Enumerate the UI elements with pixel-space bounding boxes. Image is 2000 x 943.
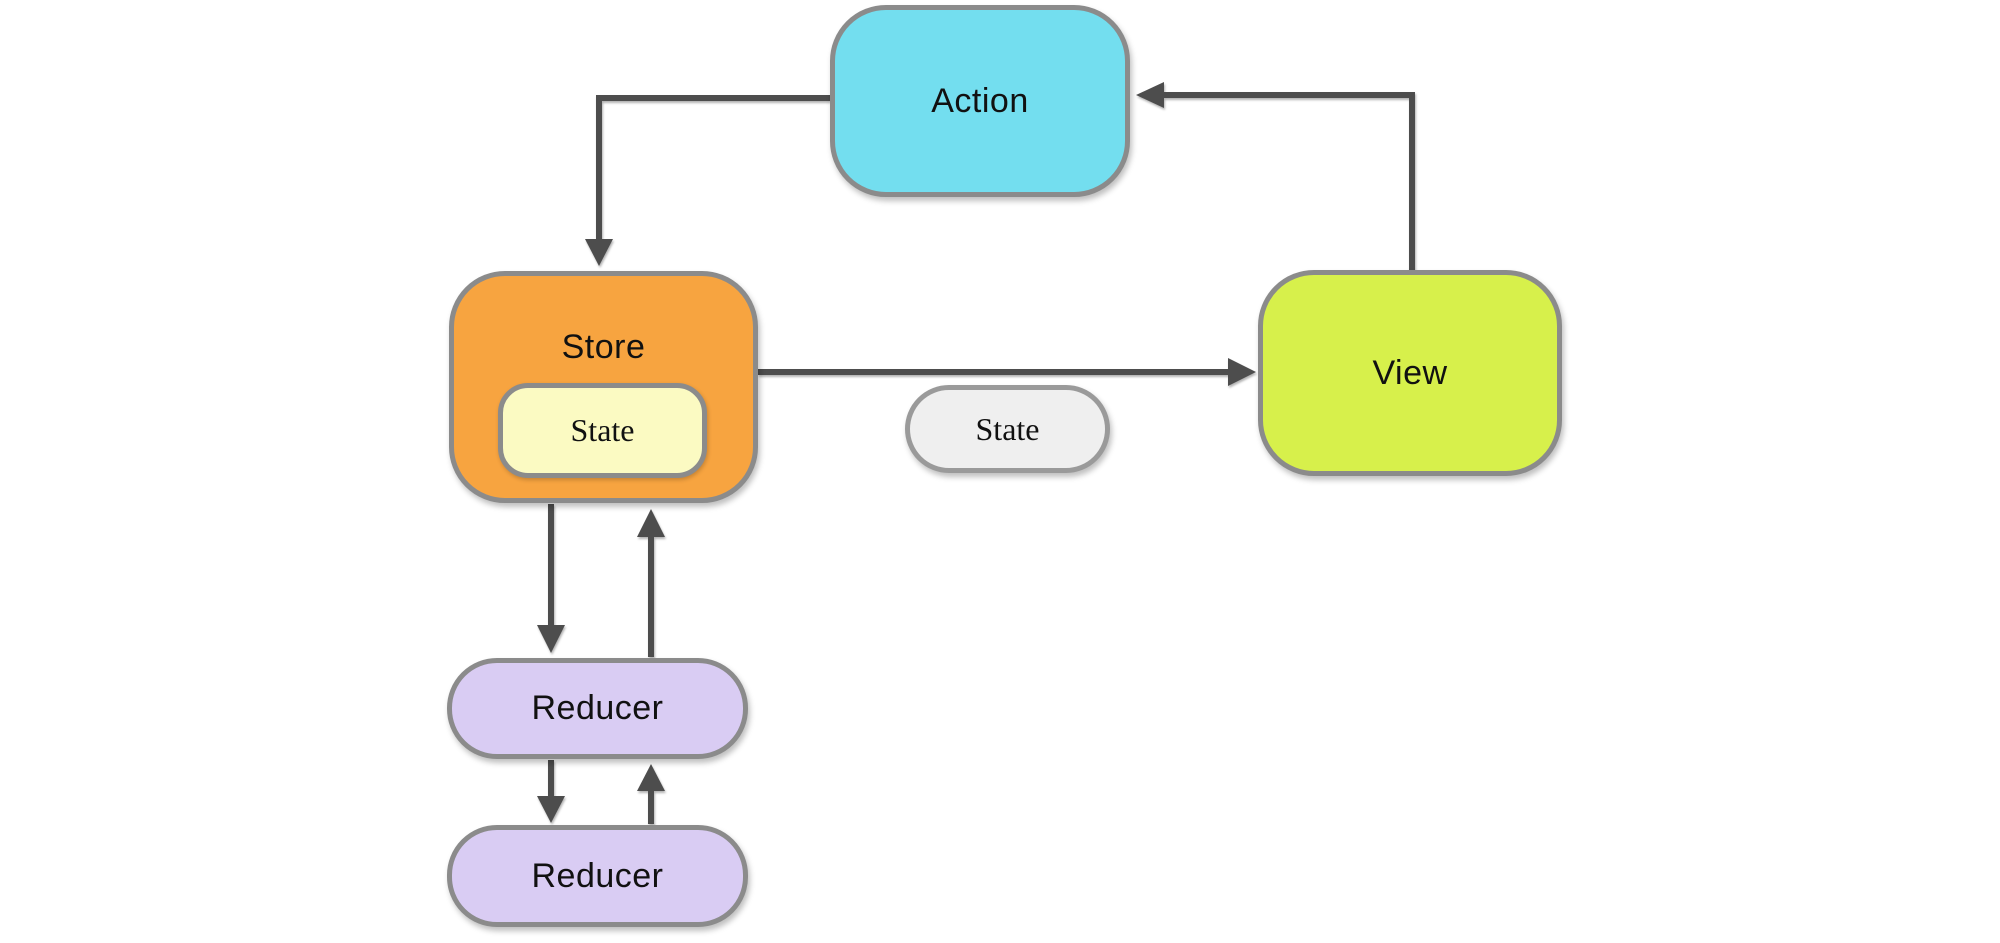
arrowhead-right-icon (1228, 358, 1256, 386)
arrowhead-down-icon (537, 625, 565, 653)
node-store-state-label: State (570, 412, 635, 448)
node-reducer-2: Reducer (447, 825, 748, 927)
node-view-label: View (1372, 353, 1448, 392)
arrowhead-up-icon (637, 764, 665, 791)
node-store-label: Store (561, 328, 646, 366)
node-store-state: State (498, 383, 707, 478)
edge-store-to-reducer1 (537, 504, 565, 653)
edge-reducer1-to-store (637, 509, 665, 657)
edge-view-to-action (1136, 82, 1415, 272)
node-action-label: Action (931, 81, 1029, 120)
edge-action-to-store (585, 95, 830, 266)
arrowhead-down-icon (537, 796, 565, 823)
node-state: State (905, 385, 1110, 473)
arrowhead-up-icon (637, 509, 665, 537)
node-reducer-1-label: Reducer (531, 689, 664, 727)
arrowhead-left-icon (1136, 82, 1164, 108)
edge-store-to-view (758, 358, 1256, 386)
edge-reducer2-to-reducer1 (637, 764, 665, 824)
node-reducer-1: Reducer (447, 658, 748, 759)
node-store: Store State (449, 271, 758, 503)
edge-reducer1-to-reducer2 (537, 760, 565, 823)
node-reducer-2-label: Reducer (531, 856, 664, 895)
node-action: Action (830, 5, 1130, 197)
arrowhead-down-icon (585, 239, 613, 266)
node-view: View (1258, 270, 1562, 476)
node-state-label: State (975, 410, 1040, 447)
